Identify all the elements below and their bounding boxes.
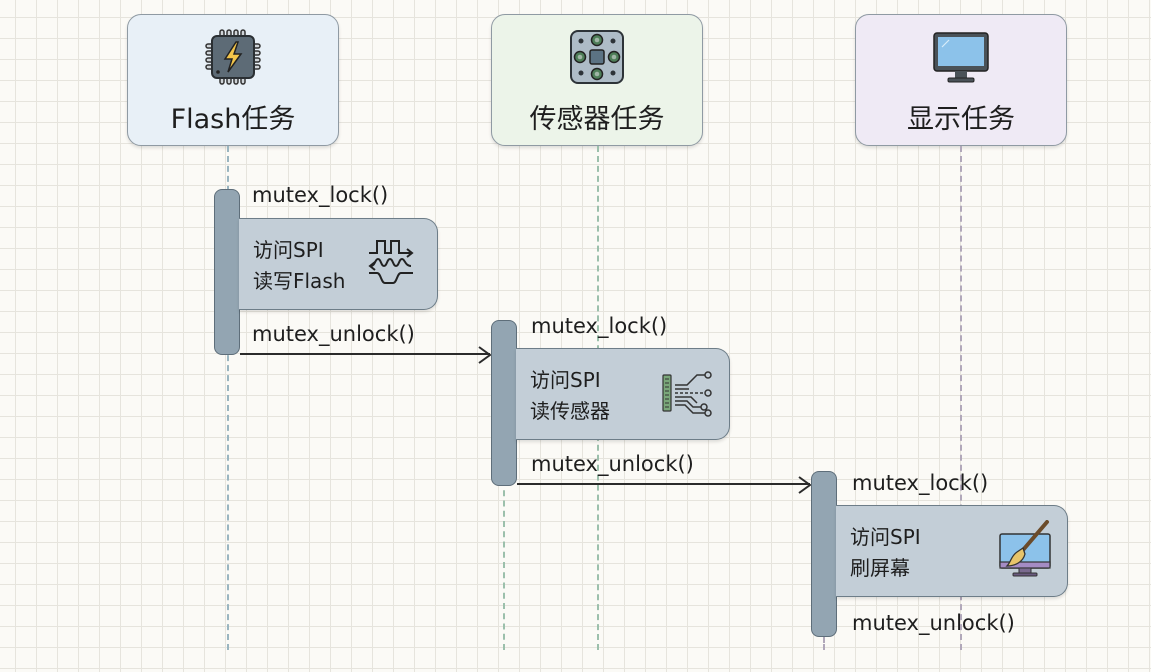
participant-title: Flash任务 [170,104,296,135]
note-line: 访问SPI [530,368,601,392]
sensor-board-icon [570,30,624,84]
activation-bar-flash [214,189,240,355]
note-sensor-access: 访问SPI 读传感器 [516,348,730,440]
mutex-lock-label: mutex_lock() [531,314,668,338]
handoff-arrow-flash-to-sensor [240,346,492,364]
arrowhead-icon [478,346,492,364]
participant-flash-task: Flash任务 [127,14,339,146]
note-display-access: 访问SPI 刷屏幕 [836,505,1068,597]
participant-display-task: 显示任务 [855,14,1067,146]
note-line: 访问SPI [253,238,324,262]
participant-title: 传感器任务 [529,104,665,135]
note-flash-access: 访问SPI 读写Flash [239,218,438,310]
mutex-lock-label: mutex_lock() [252,183,389,207]
mutex-unlock-label: mutex_unlock() [531,452,694,476]
lifeline-display-activation [823,630,825,650]
circuit-connector-icon [662,371,712,417]
note-line: 刷屏幕 [850,556,910,580]
note-line: 读传感器 [530,399,610,423]
monitor-paintbrush-icon [999,520,1051,577]
chip-lightning-icon [205,29,261,85]
participant-title: 显示任务 [907,104,1015,135]
participant-sensor-task: 传感器任务 [491,14,703,146]
note-line: 读写Flash [253,269,346,293]
mutex-lock-label: mutex_lock() [852,471,989,495]
lifeline-sensor-activation [503,480,505,650]
activation-bar-display [811,471,837,637]
note-line: 访问SPI [850,525,921,549]
activation-bar-sensor [491,320,517,486]
monitor-icon [933,32,989,83]
mutex-unlock-label: mutex_unlock() [852,611,1015,635]
arrowhead-icon [798,476,812,494]
lifeline-display [960,146,962,650]
handoff-arrow-sensor-to-display [517,476,812,494]
mutex-unlock-label: mutex_unlock() [252,322,415,346]
lifeline-flash [227,146,229,650]
spi-waveform-icon [368,240,414,284]
